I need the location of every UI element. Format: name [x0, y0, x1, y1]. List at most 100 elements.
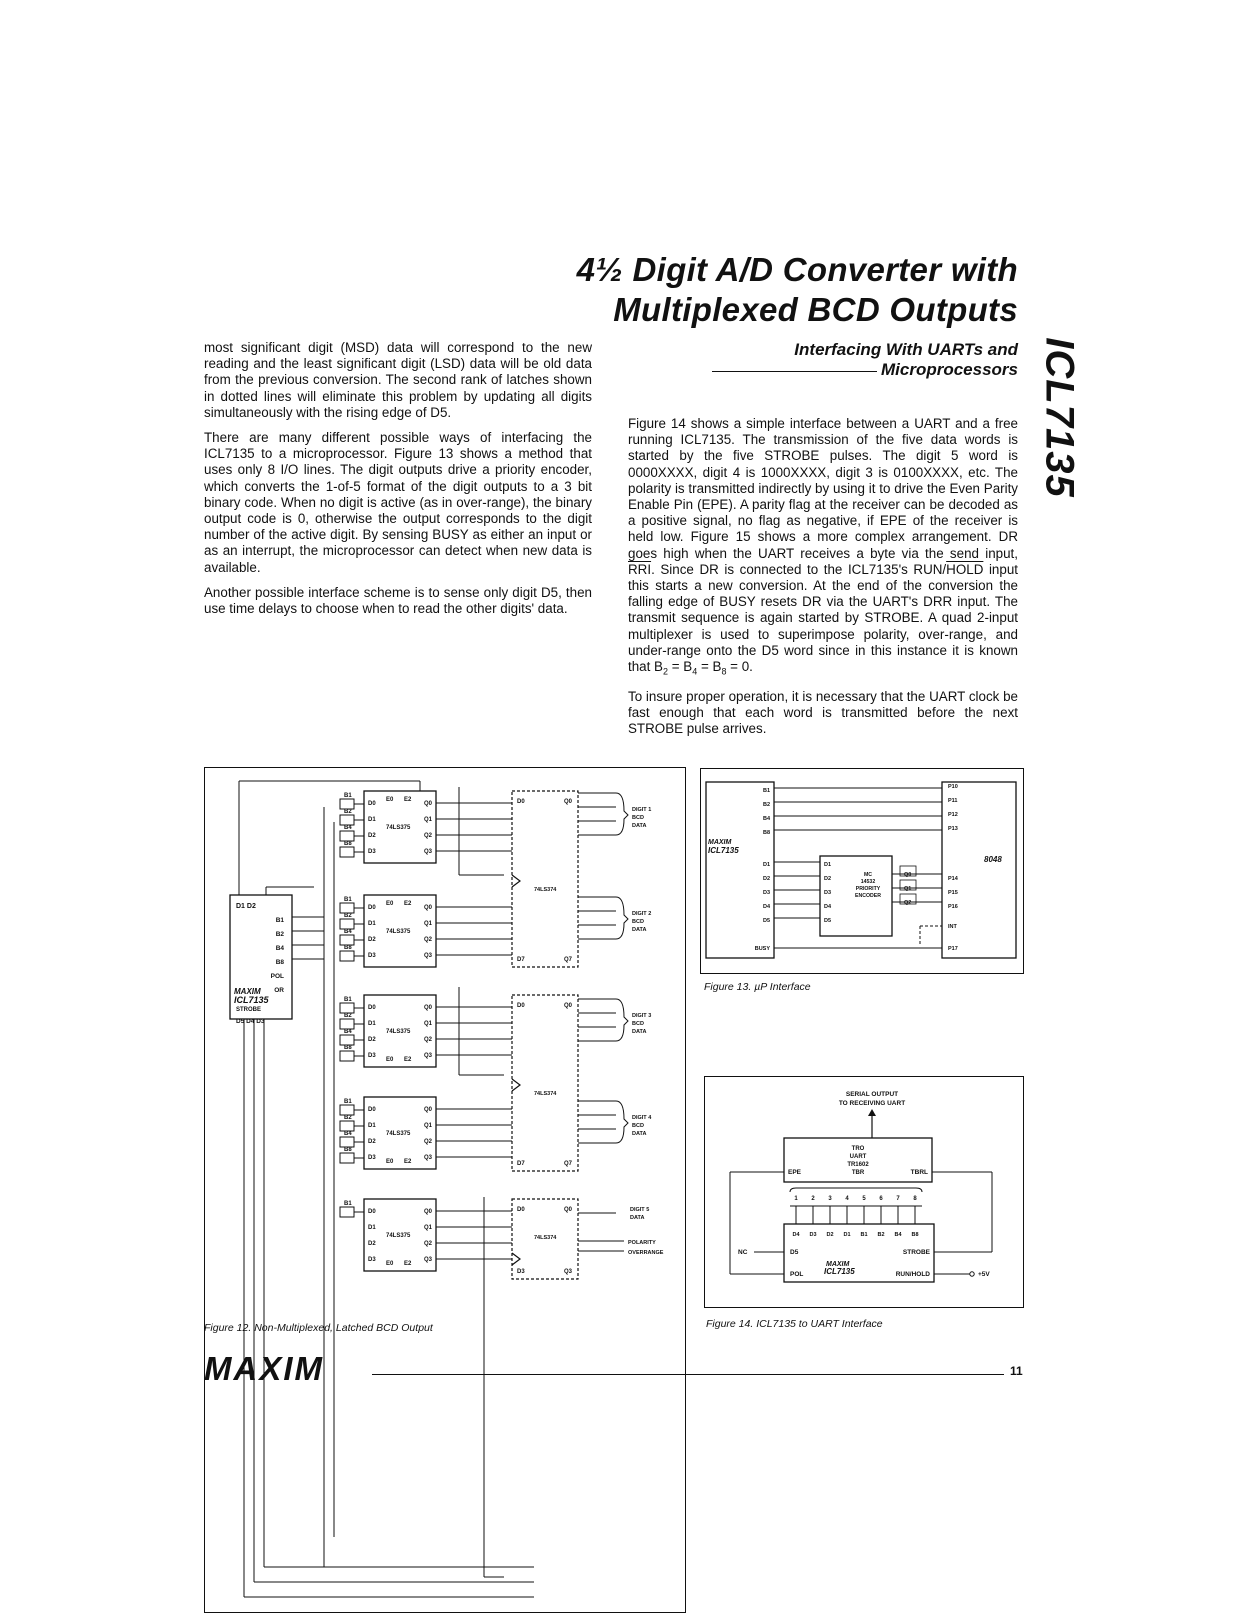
fig14-nc: NC — [738, 1249, 748, 1256]
fig12-wiring — [238, 780, 534, 1598]
fig12-in-label: B4 — [344, 825, 352, 831]
fig12-output-label: BCD — [632, 815, 644, 821]
fig13-icl7135-chip — [705, 781, 775, 959]
fig12-latch-pin-d0: D0 — [368, 1209, 376, 1215]
fig12-reg-pin-d0: D0 — [517, 1003, 525, 1009]
fig12-latch-pin-d3: D3 — [368, 1257, 376, 1263]
fig12-register-box — [511, 1198, 579, 1280]
fig13-enc-out-q2: Q2 — [904, 900, 911, 906]
right-p1-eq-2: = B — [697, 659, 722, 675]
fig12-latch-pin-q1: Q1 — [424, 1021, 433, 1027]
fig12-latch-pin-q0: Q0 — [424, 801, 433, 807]
fig14-chip-part: ICL7135 — [824, 1267, 855, 1276]
fig12-latch-pin-q1: Q1 — [424, 817, 433, 823]
fig12-latch-pin-d2: D2 — [368, 937, 376, 943]
fig13-enc-label: 14532 — [861, 879, 876, 885]
right-paragraph-1: Figure 14 shows a simple interface betwe… — [628, 416, 1018, 680]
fig12-in-label: B1 — [344, 1201, 352, 1207]
fig12-enable-e2: E2 — [404, 1261, 412, 1267]
fig12-in-tab — [339, 1136, 355, 1148]
fig12-latch-pin-d0: D0 — [368, 905, 376, 911]
fig13-enc-out-q1: Q1 — [904, 886, 911, 892]
figure-14 — [704, 1076, 1024, 1308]
fig12-output-label: BCD — [632, 919, 644, 925]
fig12-chip-pin-pol: POL — [271, 973, 284, 980]
heading-rule — [712, 371, 877, 372]
fig12-chip-pin-b8: B8 — [276, 959, 285, 966]
hold-signal: HOLD — [946, 561, 984, 577]
fig12-enable-e0: E0 — [386, 1057, 394, 1063]
fig12-reg-pin-low-q: Q3 — [564, 1269, 573, 1275]
fig12-latch-pin-q2: Q2 — [424, 937, 433, 943]
fig13-chip-pin-d2: D2 — [763, 876, 770, 882]
fig13-mcu-pin-p15: P15 — [948, 890, 958, 896]
fig13-mcu-pin-p16: P16 — [948, 904, 958, 910]
fig12-brace — [615, 1100, 629, 1144]
figure-13-caption: Figure 13. µP Interface — [704, 981, 811, 993]
maxim-logo: MAXIM — [204, 1350, 324, 1387]
fig13-out-box — [899, 893, 917, 905]
title-line-2: Multiplexed BCD Outputs — [613, 291, 1018, 328]
fig12-in-tab — [339, 918, 355, 930]
fig13-mcu-pin-p12: P12 — [948, 812, 958, 818]
fig12-latch-part: 74LS375 — [386, 1131, 411, 1137]
fig12-in-tab — [339, 1120, 355, 1132]
fig12-in-label: B2 — [344, 913, 352, 919]
fig12-in-tab — [339, 830, 355, 842]
fig12-latch-pin-q1: Q1 — [424, 1225, 433, 1231]
fig12-chip-bottom-pins: D5 D4 D3 — [236, 1018, 265, 1025]
fig12-icl7135-chip — [229, 894, 293, 1020]
fig14-chip-brand: MAXIM — [826, 1261, 850, 1268]
fig14-bus-number: 5 — [862, 1196, 866, 1202]
fig12-reg-pin-low: D7 — [517, 957, 525, 963]
fig12-reg-pin-low: D3 — [517, 1269, 525, 1275]
fig12-latch-pin-q3: Q3 — [424, 849, 433, 855]
fig12-latch-pin-d2: D2 — [368, 1241, 376, 1247]
fig13-enc-in-d3: D3 — [824, 890, 831, 896]
fig12-in-label: B8 — [344, 945, 352, 951]
fig12-register-box — [511, 994, 579, 1172]
fig12-enable-e0: E0 — [386, 901, 394, 907]
fig12-in-tab — [339, 1034, 355, 1046]
fig12-chip-top-pins: D1 D2 — [236, 903, 256, 910]
fig12-latch-pin-q1: Q1 — [424, 1123, 433, 1129]
fig12-latch-pin-q3: Q3 — [424, 1155, 433, 1161]
fig12-output-label: DATA — [632, 823, 646, 829]
fig14-tbrl: TBRL — [911, 1169, 928, 1176]
left-paragraph-3: Another possible interface scheme is to … — [204, 584, 592, 617]
fig14-uart — [783, 1137, 933, 1183]
fig14-serial-output-1: SERIAL OUTPUT — [846, 1091, 898, 1098]
fig13-mcu-pin-p11: P11 — [948, 798, 957, 804]
fig13-enc-label: ENCODER — [855, 893, 881, 899]
fig12-in-label: B8 — [344, 841, 352, 847]
fig12-in-label: B2 — [344, 1013, 352, 1019]
fig12-chip-pin-b2: B2 — [276, 931, 285, 938]
fig12-latch-part: 74LS375 — [386, 825, 411, 831]
left-paragraph-2: There are many different possible ways o… — [204, 430, 592, 575]
fig12-chip-strobe: STROBE — [236, 1007, 261, 1013]
fig13-chip-pin-b4: B4 — [763, 816, 771, 822]
fig14-pol: POL — [790, 1271, 803, 1278]
fig12-latch-box — [363, 1096, 437, 1170]
fig12-latch-pin-d1: D1 — [368, 921, 376, 927]
fig14-chip-pin-d1: D1 — [843, 1232, 850, 1238]
fig12-reg-pin-low-q: Q7 — [564, 957, 573, 963]
fig12-latch-pin-d1: D1 — [368, 1021, 376, 1027]
fig12-enable-e0: E0 — [386, 797, 394, 803]
fig12-latch-pin-q3: Q3 — [424, 1053, 433, 1059]
fig12-reg-part: 74LS374 — [534, 887, 557, 893]
fig14-chip-pin-d4: D4 — [792, 1232, 800, 1238]
fig13-mcu-pin-p17: P17 — [948, 946, 958, 952]
fig12-overrange-label: OVERRANGE — [628, 1250, 664, 1256]
fig14-uart-label: TRO — [852, 1146, 865, 1152]
